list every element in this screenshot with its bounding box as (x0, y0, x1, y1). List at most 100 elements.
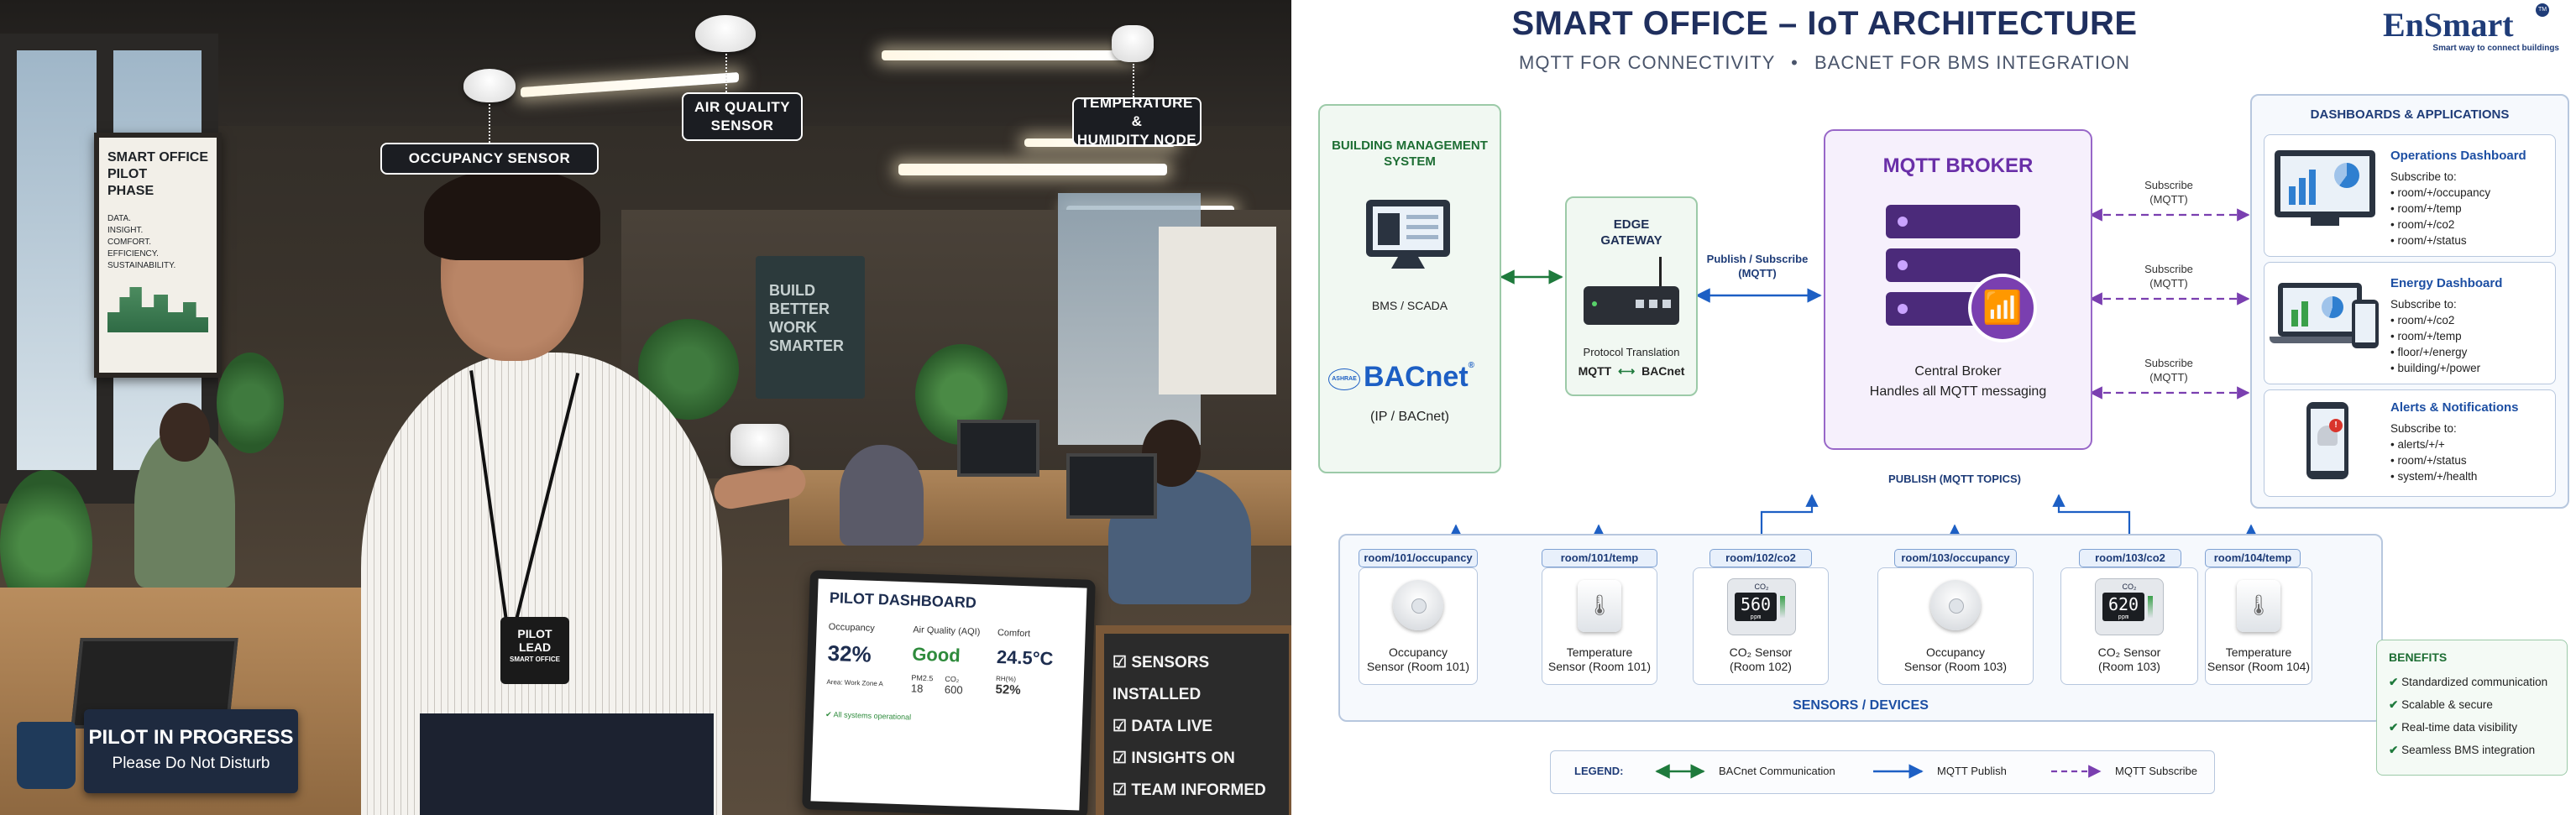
tablet-value: 52% (995, 682, 1071, 699)
bms-box: BUILDING MANAGEMENT SYSTEM BMS / SCADA A… (1318, 104, 1501, 473)
occupancy-sensor-icon (1930, 580, 1981, 630)
bidirectional-arrow-icon: ⟷ (1618, 364, 1635, 378)
checkbox-icon: ☑ (1113, 750, 1131, 767)
callout-text: OCCUPANCY SENSOR (409, 149, 571, 168)
device-label: OccupancySensor (Room 101) (1359, 645, 1477, 674)
topic-item: • floor/+/energy (2390, 344, 2480, 360)
coworker-head (160, 403, 210, 462)
desk-sign-subtitle: Please Do Not Disturb (84, 750, 298, 773)
chalkboard-item: ☑ INSIGHTS ON (1113, 743, 1280, 775)
tablet-value: 600 (945, 683, 963, 697)
monitor-stand (2311, 217, 2339, 226)
device-card: 🌡 TemperatureSensor (Room 101) (1542, 567, 1657, 685)
co2-sensor-icon: CO₂ 620 ppm (2095, 578, 2164, 635)
thermometer-icon: 🌡 (1578, 580, 1621, 632)
topic-item: • building/+/power (2390, 360, 2480, 376)
bms-monitor-icon (1366, 200, 1450, 257)
device-label: OccupancySensor (Room 103) (1878, 645, 2033, 674)
label-line: (MQTT) (2131, 276, 2207, 290)
check-icon: ✔ (2389, 698, 2401, 711)
benefits-title: BENEFITS (2389, 650, 2567, 664)
router-icon (1584, 286, 1679, 325)
app-topic-list: Subscribe to: • room/+/co2 • room/+/temp… (2390, 296, 2480, 376)
callout-stem (725, 54, 727, 92)
ceiling-light (898, 164, 1167, 175)
topic-item: • system/+/health (2390, 468, 2477, 484)
benefit-item: ✔ Real-time data visibility (2389, 716, 2567, 739)
whiteboard (1159, 227, 1276, 394)
operations-dashboard-card: Operations Dashboard Subscribe to: • roo… (2264, 134, 2556, 257)
device-card: 🌡 TemperatureSensor (Room 104) (2205, 567, 2312, 685)
device-label: TemperatureSensor (Room 101) (1542, 645, 1657, 674)
gateway-translation: MQTT ⟷ BACnet (1567, 364, 1696, 379)
laptop-icon (2278, 283, 2362, 337)
badge-line: PILOT (500, 617, 569, 640)
desk-sign: PILOT IN PROGRESS Please Do Not Disturb (84, 709, 298, 793)
legend-publish-text: MQTT Publish (1937, 765, 2007, 777)
topic-tag: room/103/occupancy (1894, 549, 2017, 567)
topic-tag: room/101/occupancy (1359, 549, 1478, 567)
apps-box: DASHBOARDS & APPLICATIONS Operations Das… (2250, 94, 2569, 509)
tablet-status: ✔ All systems operational (825, 710, 1071, 728)
app-card-title: Operations Dashboard (2390, 149, 2526, 163)
topic-item: • room/+/temp (2390, 201, 2490, 217)
topic-tag: room/103/co2 (2079, 549, 2181, 567)
subscribe-label: Subscribe (MQTT) (2131, 262, 2207, 290)
chalkboard: ☑ SENSORS INSTALLED ☑ DATA LIVE ☑ INSIGH… (1096, 625, 1291, 815)
label-line: Subscribe (2131, 262, 2207, 276)
co2-unit-top: CO₂ (2107, 583, 2151, 591)
back-sign-line: WORK (769, 318, 851, 337)
check-icon: ✔ (2389, 721, 2401, 734)
temperature-node-device (1112, 25, 1154, 62)
pilot-badge: PILOT LEAD SMART OFFICE (500, 617, 569, 684)
check-icon: ✔ (825, 710, 834, 718)
wall-sign: SMART OFFICE PILOT PHASE DATA. INSIGHT. … (94, 133, 222, 378)
wireless-broadcast-icon: 📶 (1968, 274, 2037, 342)
benefit-item: ✔ Standardized communication (2389, 671, 2567, 693)
gateway-caption: Protocol Translation (1567, 346, 1696, 358)
check-icon: ✔ (2389, 676, 2401, 688)
device-card: OccupancySensor (Room 101) (1359, 567, 1478, 685)
label-line: (MQTT) (1694, 266, 1820, 280)
tablet-status-text: All systems operational (833, 710, 911, 721)
wall-sign-line: DATA. (107, 213, 208, 225)
legend-publish-line (1870, 761, 1929, 781)
chalkboard-item: ☑ SENSORS INSTALLED (1113, 647, 1280, 711)
sensors-title: SENSORS / DEVICES (1340, 698, 2381, 713)
topic-item: • alerts/+/+ (2390, 436, 2477, 452)
callout-text: AIR QUALITY (694, 98, 790, 117)
bacnet-brand: BACnet® (1364, 361, 1474, 394)
badge-line: LEAD (500, 640, 569, 654)
callout-text: HUMIDITY NODE (1077, 131, 1196, 149)
device-card: CO₂ 620 ppm CO₂ Sensor(Room 103) (2060, 567, 2198, 685)
badge-line: SMART OFFICE (500, 654, 569, 666)
bms-protocol: (IP / BACnet) (1320, 410, 1500, 425)
tablet-value: Good (912, 643, 989, 667)
air-quality-sensor-device (695, 15, 756, 52)
topic-item: • room/+/temp (2390, 328, 2480, 344)
wall-sign-title: PHASE (107, 183, 208, 200)
publish-label: PUBLISH (MQTT TOPICS) (1871, 472, 2039, 486)
handheld-sensor (730, 424, 789, 466)
chalkboard-item: ☑ TEAM INFORMED (1113, 775, 1280, 807)
benefit-item: ✔ Scalable & secure (2389, 693, 2567, 716)
co2-display: 620 ppm (2102, 593, 2144, 621)
gateway-title: EDGE (1567, 217, 1696, 232)
plant (217, 353, 284, 453)
pilot-lead-hair (424, 168, 600, 260)
app-card-title: Energy Dashboard (2390, 276, 2502, 290)
benefit-item: ✔ Seamless BMS integration (2389, 739, 2567, 761)
level-bar (2148, 596, 2153, 618)
thermometer-icon: 🌡 (2237, 580, 2280, 632)
label-line: Subscribe (2131, 356, 2207, 370)
temperature-node-callout: TEMPERATURE & HUMIDITY NODE (1072, 97, 1202, 146)
edge-gateway-box: EDGE GATEWAY Protocol Translation MQTT ⟷… (1565, 196, 1698, 396)
co2-sensor-icon: CO₂ 560 ppm (1727, 578, 1796, 635)
topic-item: • room/+/co2 (2390, 312, 2480, 328)
monitor (957, 420, 1039, 477)
bms-title: SYSTEM (1320, 154, 1500, 170)
app-card-title: Alerts & Notifications (2390, 400, 2519, 415)
subscribe-to-label: Subscribe to: (2390, 296, 2480, 312)
subscribe-label: Subscribe (MQTT) (2131, 178, 2207, 206)
wall-sign-line: INSIGHT. (107, 225, 208, 237)
